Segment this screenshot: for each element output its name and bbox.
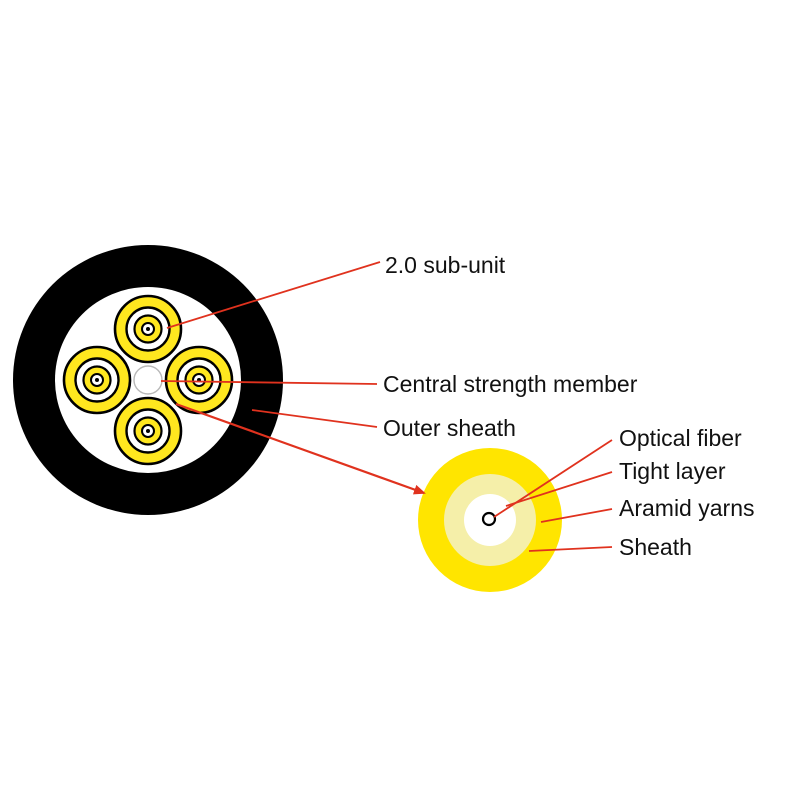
leader-aramid-yarns [540,508,613,523]
leader-sub-unit [166,261,381,329]
label-sheath: Sheath [619,534,692,560]
detail-arrow [175,402,426,495]
sub-unit-detail [418,448,562,592]
central-strength-member [133,365,163,395]
label-central-strength-member: Central strength member [383,371,638,397]
leader-outer-sheath [251,409,378,428]
sub-unit-bottom [113,396,183,466]
sub-unit-top [113,294,183,364]
leader-lines [160,261,613,552]
sub-unit-right [164,345,234,415]
label-optical-fiber: Optical fiber [619,425,742,451]
sub-unit-left [62,345,132,415]
label-outer-sheath: Outer sheath [383,415,516,441]
leader-central-strength-member [160,380,378,385]
label-aramid-yarns: Aramid yarns [619,495,754,521]
leader-sheath [528,546,613,552]
leader-tight-layer [505,471,613,507]
label-sub-unit: 2.0 sub-unit [385,252,506,278]
detail-optical-fiber [481,511,497,527]
cable-cross-section [13,245,283,515]
label-tight-layer: Tight layer [619,458,726,484]
